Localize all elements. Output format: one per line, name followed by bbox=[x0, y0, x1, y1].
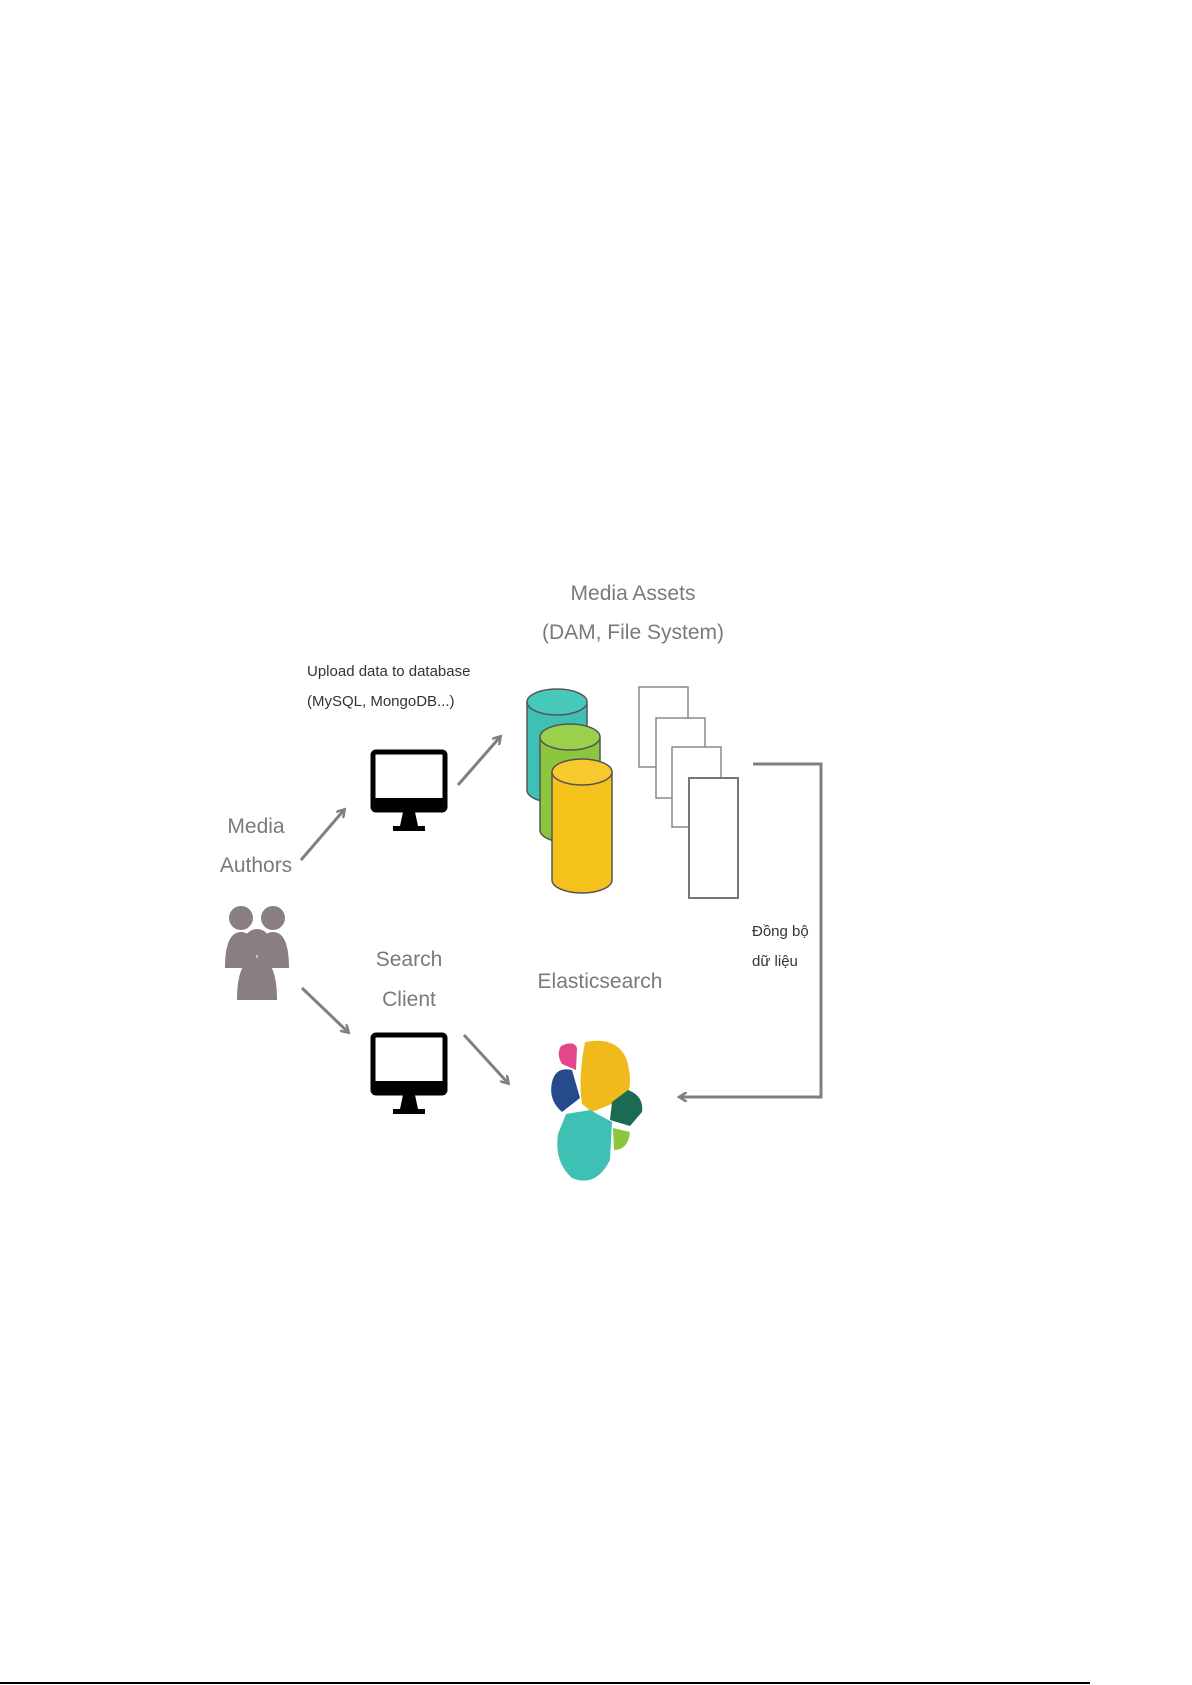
media-authors-label: Media bbox=[227, 815, 285, 838]
upload-label: Upload data to database bbox=[307, 663, 470, 680]
media-authors-label-2: Authors bbox=[220, 854, 292, 877]
monitor-icon-search bbox=[370, 1032, 448, 1114]
search-client-label: Search bbox=[376, 948, 443, 971]
people-icon bbox=[225, 906, 289, 1000]
sync-label-2: dữ liệu bbox=[752, 953, 798, 970]
arrow-search-to-elastic bbox=[462, 1033, 508, 1083]
media-assets-title: Media Assets bbox=[571, 582, 696, 605]
page-footer-rule bbox=[0, 1682, 1090, 1684]
sync-label: Đồng bộ bbox=[752, 923, 809, 940]
database-icon bbox=[526, 688, 613, 894]
media-assets-subtitle: (DAM, File System) bbox=[542, 621, 724, 644]
elasticsearch-label: Elasticsearch bbox=[538, 970, 663, 993]
monitor-icon-upload bbox=[370, 749, 448, 831]
upload-db-label: (MySQL, MongoDB...) bbox=[307, 693, 455, 710]
documents-icon bbox=[638, 686, 739, 899]
arrow-authors-to-search bbox=[300, 986, 348, 1032]
flow-arrows bbox=[299, 737, 823, 1097]
arrow-sync-to-elastic bbox=[680, 762, 823, 1097]
arrow-upload-to-database bbox=[456, 737, 500, 786]
elasticsearch-logo-icon bbox=[551, 1040, 643, 1181]
search-client-label-2: Client bbox=[382, 988, 436, 1011]
arrow-authors-to-upload bbox=[299, 810, 344, 861]
